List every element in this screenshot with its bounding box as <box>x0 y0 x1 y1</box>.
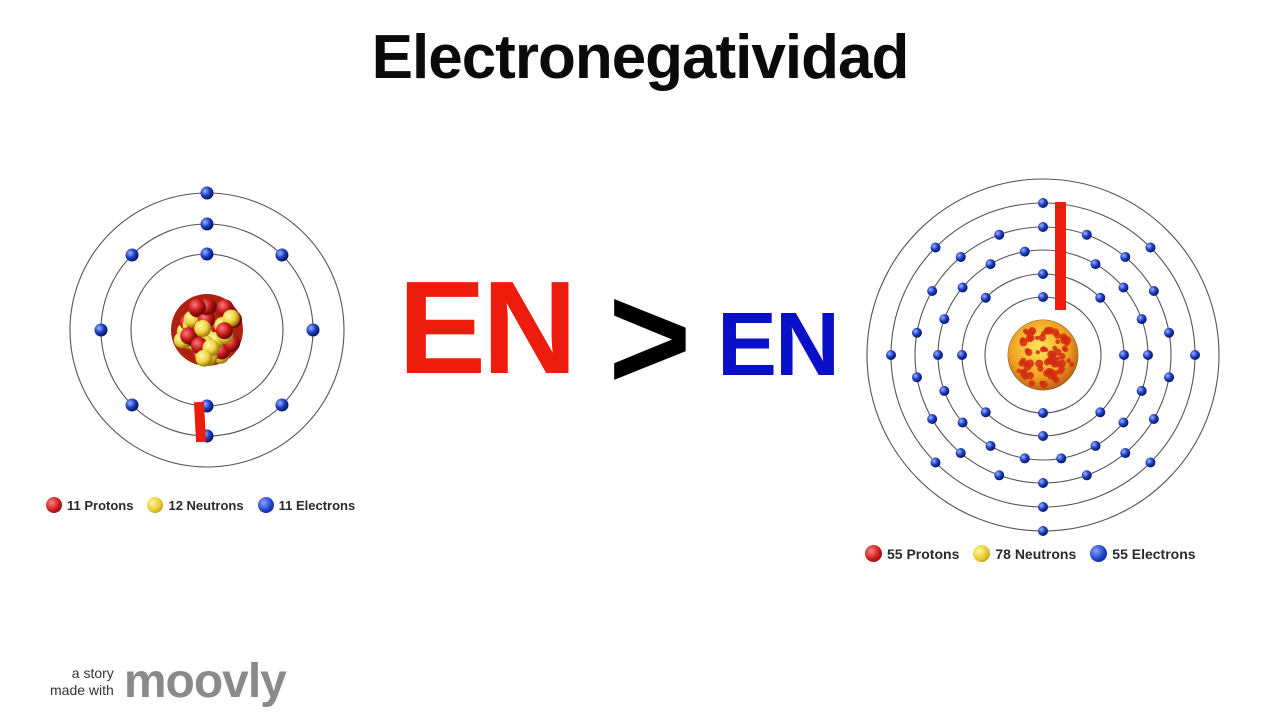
electron <box>200 217 214 231</box>
electron <box>1095 292 1106 303</box>
electron <box>955 448 966 459</box>
electron <box>1019 453 1030 464</box>
legend-electrons: 11 Electrons <box>257 497 356 513</box>
neutron-ball-icon <box>973 545 991 562</box>
electron <box>125 248 139 262</box>
electron <box>955 251 966 262</box>
neutron-ball-icon <box>147 497 164 513</box>
electron <box>957 282 968 293</box>
electron <box>275 248 289 262</box>
legend-neutrons-label: 78 Neutrons <box>995 545 1077 562</box>
electron <box>1038 408 1048 418</box>
page-title: Electronegatividad <box>371 23 910 92</box>
electron <box>939 314 950 325</box>
sodium-atom-diagram <box>69 186 345 468</box>
electron <box>1090 440 1101 451</box>
electron <box>1081 470 1092 481</box>
electron <box>1148 414 1159 424</box>
proton-ball-icon <box>46 497 62 513</box>
electron <box>1164 327 1175 338</box>
electron <box>125 398 139 412</box>
branding-caption: a story made with <box>50 665 114 699</box>
distance-marker <box>1055 202 1066 310</box>
electronegativity-low-label: EN <box>717 295 840 395</box>
electron <box>1056 453 1067 464</box>
electron <box>933 350 943 360</box>
cesium-atom-diagram <box>866 178 1220 536</box>
legend-electrons: 55 Electrons <box>1090 545 1196 562</box>
electron <box>927 286 938 296</box>
electron-ball-icon <box>1090 545 1108 562</box>
electron <box>1120 251 1131 262</box>
moovly-logo: moovly <box>123 655 287 708</box>
legend-electrons-label: 11 Electrons <box>278 497 356 513</box>
legend-electrons-label: 55 Electrons <box>1112 545 1196 562</box>
proton-ball-icon <box>865 545 882 562</box>
electron <box>1038 222 1048 232</box>
electron <box>1119 350 1129 360</box>
cesium-legend: 55 Protons 78 Neutrons 55 Electrons <box>865 545 1210 562</box>
electron <box>957 350 967 360</box>
electron <box>957 417 968 428</box>
legend-protons-label: 11 Protons <box>67 497 134 513</box>
electron <box>94 323 108 337</box>
electron <box>275 398 289 412</box>
electron <box>1143 350 1153 360</box>
electron <box>985 259 996 270</box>
electron <box>1038 292 1048 302</box>
electron <box>911 372 922 383</box>
electron <box>1095 407 1106 418</box>
electron <box>1136 385 1147 396</box>
electron <box>985 440 996 451</box>
legend-neutrons: 78 Neutrons <box>973 545 1076 562</box>
electron <box>1038 198 1048 208</box>
electron-ball-icon <box>257 497 274 513</box>
electron <box>1019 246 1030 257</box>
electron <box>911 327 922 338</box>
legend-protons-label: 55 Protons <box>887 545 960 562</box>
electron <box>1145 457 1156 468</box>
greater-than-symbol: > <box>608 253 692 421</box>
electron <box>1120 448 1131 459</box>
nucleus <box>1008 320 1078 390</box>
electronegativity-high-label: EN <box>398 254 577 401</box>
electron <box>939 385 950 396</box>
electron <box>1164 372 1175 383</box>
electron <box>927 414 938 424</box>
legend-neutrons-label: 12 Neutrons <box>168 497 244 513</box>
branding-caption-line2: made with <box>50 682 114 698</box>
electron <box>1145 242 1156 253</box>
moovly-branding[interactable]: a story made with moovly <box>50 655 287 708</box>
sodium-legend: 11 Protons 12 Neutrons 11 Electrons <box>46 497 369 513</box>
electron <box>1118 417 1129 428</box>
electron <box>1038 478 1048 488</box>
electron <box>930 457 941 468</box>
electron <box>1136 314 1147 325</box>
electron <box>1038 502 1048 512</box>
nucleus <box>171 294 243 367</box>
electron <box>306 323 320 337</box>
electron <box>1090 259 1101 270</box>
electron <box>200 247 214 261</box>
electron <box>1038 526 1048 536</box>
electron <box>980 407 991 418</box>
legend-neutrons: 12 Neutrons <box>147 497 244 513</box>
electron <box>980 292 991 303</box>
electron <box>1038 431 1048 441</box>
legend-protons: 55 Protons <box>865 545 959 562</box>
electron <box>1081 229 1092 240</box>
legend-protons: 11 Protons <box>46 497 133 513</box>
distance-marker <box>193 401 207 443</box>
electron <box>994 229 1005 240</box>
electron <box>930 242 941 253</box>
electron <box>200 186 214 200</box>
electron <box>994 470 1005 481</box>
electron <box>1190 350 1200 360</box>
electron <box>1118 282 1129 293</box>
electron <box>886 350 896 360</box>
electron <box>1148 286 1159 296</box>
branding-caption-line1: a story <box>71 665 114 681</box>
electron <box>1038 269 1048 279</box>
